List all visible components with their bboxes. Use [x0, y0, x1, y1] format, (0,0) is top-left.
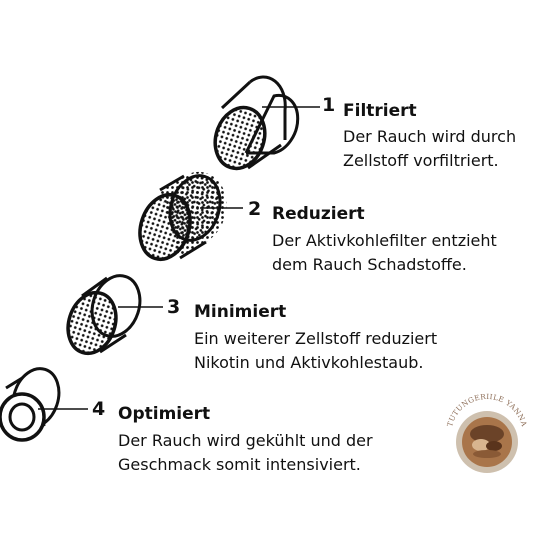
step-number: 3	[167, 296, 181, 318]
step-description-line: dem Rauch Schadstoffe.	[272, 255, 467, 274]
step-description: Der Rauch wird gekühlt und der Geschmack…	[118, 429, 373, 477]
filter-segment-4-icon	[0, 367, 88, 442]
step-description-line: Der Rauch wird durch	[343, 127, 517, 146]
step-description-line: Der Rauch wird gekühlt und der	[118, 431, 373, 450]
step-description-line: Zellstoff vorfiltriert.	[343, 151, 499, 170]
step-description-line: Ein weiterer Zellstoff reduziert	[194, 329, 438, 348]
step-description-line: Nikotin und Aktivkohlestaub.	[194, 353, 424, 372]
step-description-line: Der Aktivkohlefilter entzieht	[272, 231, 497, 250]
step-title: Minimiert	[194, 302, 287, 322]
step-title: Filtriert	[343, 101, 417, 121]
step-number: 4	[92, 398, 106, 420]
filter-segment-1-icon	[213, 75, 320, 171]
step-description: Der Aktivkohlefilter entzieht dem Rauch …	[272, 229, 497, 277]
step-description-line: Geschmack somit intensiviert.	[118, 455, 361, 474]
filter-segment-3-icon	[66, 274, 163, 356]
filter-segment-2-icon	[138, 171, 243, 261]
watermark-seal-icon: TUTUNGERIILE YANNA	[445, 392, 529, 473]
step-title: Reduziert	[272, 204, 365, 224]
step-title: Optimiert	[118, 404, 211, 424]
step-number: 2	[248, 198, 262, 220]
step-description: Ein weiterer Zellstoff reduziert Nikotin…	[194, 327, 437, 375]
step-number: 1	[322, 94, 336, 116]
step-description: Der Rauch wird durch Zellstoff vorfiltri…	[343, 125, 516, 173]
